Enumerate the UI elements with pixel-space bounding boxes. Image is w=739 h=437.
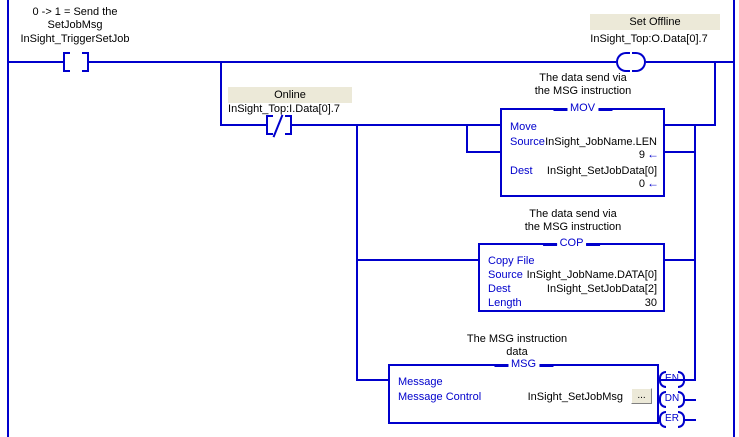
msg-comment-line1: The MSG instruction bbox=[466, 333, 568, 345]
msg-pin-en: EN bbox=[659, 371, 685, 388]
online-tag-label: InSight_Top:I.Data[0].7 bbox=[228, 103, 340, 115]
set-offline-tag-label: InSight_Top:O.Data[0].7 bbox=[590, 33, 708, 45]
cop-source-value[interactable]: InSight_JobName.DATA[0] bbox=[526, 269, 657, 281]
mov-source-runtime: 9 bbox=[638, 149, 645, 161]
cop-length-value[interactable]: 30 bbox=[644, 297, 657, 309]
cop-length-label: Length bbox=[488, 297, 522, 309]
branch-left-vertical bbox=[220, 61, 222, 125]
cop-instruction-block[interactable]: COP Copy File Source InSight_JobName.DAT… bbox=[478, 237, 665, 312]
right-power-rail bbox=[733, 0, 735, 437]
mov-instruction-block[interactable]: MOV Move Source InSight_JobName.LEN 9 ← … bbox=[500, 102, 665, 197]
mov-comment-line1: The data send via bbox=[539, 72, 627, 84]
mov-source-value[interactable]: InSight_JobName.LEN bbox=[545, 136, 657, 148]
xio-slash bbox=[272, 114, 284, 138]
instruction-branch-vertical bbox=[356, 124, 358, 380]
cop-block-title: COP bbox=[542, 237, 601, 250]
mov-dest-row: Dest InSight_SetJobData[0] bbox=[510, 165, 657, 178]
trigger-comment-line1: 0 -> 1 = Send the bbox=[32, 6, 118, 18]
main-rung-wire-mid bbox=[89, 61, 616, 63]
msg-comment-line2: data bbox=[506, 346, 528, 358]
mov-comment-line2: the MSG instruction bbox=[534, 85, 632, 97]
xio-contact-online[interactable] bbox=[266, 114, 292, 138]
cop-output-vertical bbox=[694, 151, 696, 261]
msg-control-label: Message Control bbox=[398, 391, 482, 403]
msg-pin-er-stub bbox=[685, 419, 696, 421]
msg-pin-er: ER bbox=[659, 411, 685, 428]
trigger-tag-label: InSight_TriggerSetJob bbox=[20, 33, 130, 45]
msg-browse-button[interactable]: ... bbox=[631, 388, 652, 404]
mov-dest-label: Dest bbox=[510, 165, 533, 177]
cop-comment-line1: The data send via bbox=[529, 208, 617, 220]
branch-right-vertical bbox=[714, 61, 716, 126]
msg-block-title: MSG bbox=[493, 358, 554, 371]
mov-source-arrow-icon: ← bbox=[647, 147, 659, 161]
msg-pin-er-label: ER bbox=[665, 413, 679, 424]
cop-dest-label: Dest bbox=[488, 283, 511, 295]
mov-input-vertical bbox=[466, 124, 468, 152]
mov-source-row: Source InSight_JobName.LEN bbox=[510, 136, 657, 149]
mov-source-label: Source bbox=[510, 136, 545, 148]
mov-output-wire bbox=[663, 151, 696, 153]
main-rung-wire-right bbox=[646, 61, 734, 63]
msg-pin-en-label: EN bbox=[665, 373, 679, 384]
msg-control-row: Message Control InSight_SetJobMsg bbox=[398, 391, 651, 404]
mov-block-title: MOV bbox=[552, 102, 613, 115]
msg-control-value[interactable]: InSight_SetJobMsg bbox=[527, 391, 623, 403]
set-offline-description: Set Offline bbox=[590, 14, 720, 30]
cop-length-row: Length 30 bbox=[488, 297, 657, 310]
trigger-comment-line2: SetJobMsg bbox=[47, 19, 103, 31]
mov-input-wire bbox=[466, 151, 502, 153]
msg-pin-dn-label: DN bbox=[664, 393, 680, 404]
ote-coil-set-offline[interactable] bbox=[616, 52, 646, 72]
msg-name: Message bbox=[398, 376, 443, 388]
mov-dest-arrow-icon: ← bbox=[647, 176, 659, 190]
msg-instruction-block[interactable]: MSG Message Message Control InSight_SetJ… bbox=[388, 358, 659, 424]
main-rung-wire-left bbox=[7, 61, 63, 63]
msg-pin-dn-stub bbox=[685, 399, 696, 401]
msg-en-output-vertical bbox=[694, 259, 696, 380]
xic-contact-trigger[interactable] bbox=[63, 52, 89, 72]
cop-name: Copy File bbox=[488, 255, 535, 267]
left-power-rail bbox=[7, 0, 9, 437]
cop-input-wire bbox=[356, 259, 480, 261]
cop-output-wire bbox=[663, 259, 696, 261]
mov-dest-runtime: 0 bbox=[638, 178, 645, 190]
cop-source-label: Source bbox=[488, 269, 523, 281]
online-branch-wire-left bbox=[220, 124, 266, 126]
cop-dest-row: Dest InSight_SetJobData[2] bbox=[488, 283, 657, 296]
mov-dest-value[interactable]: InSight_SetJobData[0] bbox=[546, 165, 657, 177]
msg-pin-en-stub bbox=[685, 379, 696, 381]
mov-name: Move bbox=[510, 121, 537, 133]
cop-comment-line2: the MSG instruction bbox=[524, 221, 622, 233]
msg-pin-dn: DN bbox=[659, 391, 685, 408]
cop-dest-value[interactable]: InSight_SetJobData[2] bbox=[546, 283, 657, 295]
msg-input-wire bbox=[356, 379, 388, 381]
mov-output-vertical bbox=[694, 124, 696, 152]
online-description: Online bbox=[228, 87, 352, 103]
cop-source-row: Source InSight_JobName.DATA[0] bbox=[488, 269, 657, 282]
